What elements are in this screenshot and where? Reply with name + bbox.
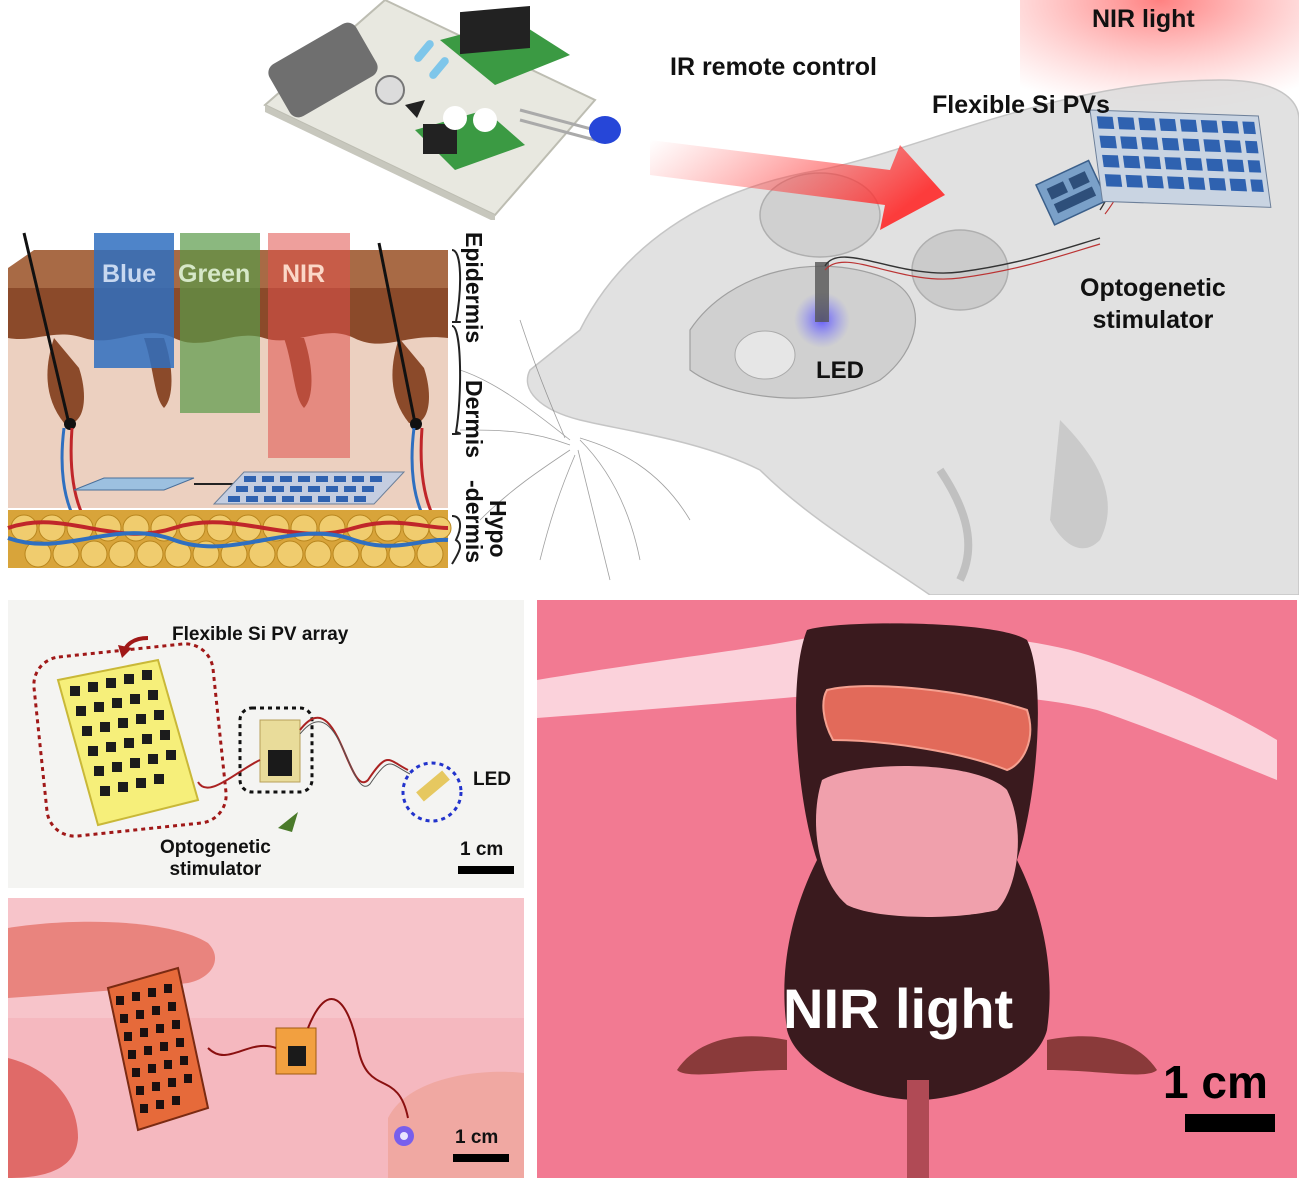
hand-scale-label: 1 cm — [455, 1127, 499, 1148]
device-scale-label: 1 cm — [460, 839, 504, 860]
nir-light-photo-label: NIR light — [783, 977, 1014, 1040]
dermis-label: Dermis — [461, 380, 487, 458]
mouse-schematic-illustration — [460, 0, 1299, 595]
green-wavelength-label: Green — [178, 260, 251, 288]
led-photo-label: LED — [473, 769, 511, 790]
hypo-label: Hypo — [485, 500, 511, 558]
circuit-board-svg — [263, 0, 621, 220]
hand-photo-panel: 1 cm — [8, 898, 524, 1178]
flexible-si-pvs-label: Flexible Si PVs — [932, 91, 1110, 119]
ir-remote-control-label: IR remote control — [670, 53, 877, 81]
optogenetic-stimulator-line1: Optogenetic — [1080, 274, 1226, 302]
mouse-schematic-panel: NIR light IR remote control Flexible Si … — [460, 0, 1299, 595]
stimulator-photo-line2: stimulator — [169, 858, 262, 880]
flexible-si-pv-array-label: Flexible Si PV array — [172, 624, 349, 645]
nir-light-label: NIR light — [1092, 5, 1195, 33]
skin-cross-section-svg — [7, 232, 462, 568]
mouse-photo-svg — [537, 600, 1297, 1178]
optogenetic-stimulator-photo-label: Optogenetic stimulator — [160, 838, 271, 880]
skin-cross-section-panel: Blue Green NIR Epidermis Dermis Hypo -de… — [4, 228, 539, 588]
optogenetic-stimulator-line2: stimulator — [1092, 306, 1214, 335]
epidermis-label: Epidermis — [461, 232, 487, 344]
device-photo-svg — [8, 600, 524, 888]
mouse-scale-bar — [1185, 1114, 1275, 1132]
nir-wavelength-label: NIR — [282, 260, 326, 288]
mouse-photo-panel: NIR light 1 cm — [537, 600, 1297, 1178]
dermis-suffix-label: -dermis — [461, 480, 487, 564]
optogenetic-stimulator-label: Optogenetic stimulator — [1080, 275, 1226, 334]
stimulator-photo-line1: Optogenetic — [160, 837, 271, 858]
circuit-board-illustration — [255, 0, 635, 220]
hand-scale-bar — [453, 1154, 509, 1162]
led-label: LED — [816, 357, 864, 384]
mouse-scale-label: 1 cm — [1163, 1056, 1268, 1108]
device-scale-bar — [458, 866, 514, 874]
hand-photo-svg — [8, 898, 524, 1178]
blue-wavelength-label: Blue — [102, 260, 157, 288]
device-photo-panel: Flexible Si PV array LED Optogenetic sti… — [8, 600, 524, 888]
